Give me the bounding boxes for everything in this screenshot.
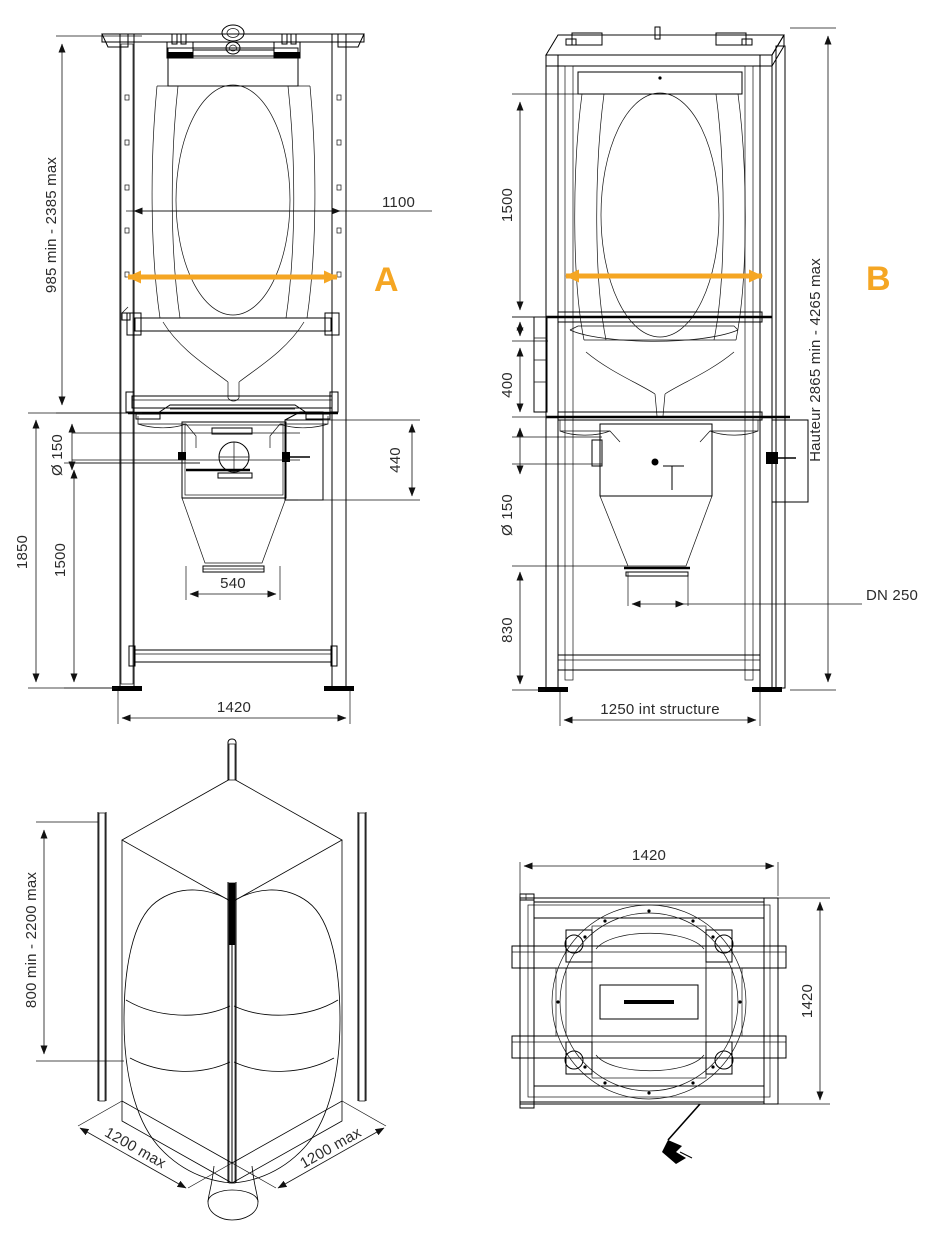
dim-side-bag-body-height: 1500 [499,93,580,318]
front-bag-clamp-assembly [121,306,340,448]
dim-label-side-outlet-size: DN 250 [866,587,918,604]
dim-label-inlet-diameter: Ø 150 [49,434,66,476]
dim-side-inlet-diameter: Ø 150 [499,427,602,536]
dim-label-side-internal-width: 1250 int structure [600,701,720,718]
dim-label-iso-bag-height: 800 min - 2200 max [23,872,40,1008]
dim-iso-bag-height: 800 min - 2200 max [23,821,124,1062]
dim-label-total-leg-height: 1850 [14,535,31,569]
view-side-elevation: 1500 400 Ø 150 830 B [499,26,918,726]
dim-front-frame-width: 1420 [117,690,351,724]
dim-label-hopper-width: 540 [220,575,246,592]
dim-label-side-collar-height: 400 [499,372,516,398]
plan-bolt-marks [556,909,742,1095]
front-fibc-bag [151,84,316,402]
side-receiving-hopper [591,419,809,577]
dim-label-bag-height-range: 985 min - 2385 max [43,157,60,293]
dim-label-bag-width: 1100 [382,194,415,211]
view-front-elevation: 985 min - 2385 max 1100 A Ø 150 440 [14,24,432,724]
side-top-beam [577,71,743,95]
dim-label-side-bag-body-height: 1500 [499,188,516,222]
dim-label-inner-leg-height: 1500 [52,543,69,577]
view-label-b: B [866,260,891,298]
dim-plan-frame-depth: 1420 [778,897,830,1105]
dim-front-hopper-width: 540 [185,566,281,600]
iso-discharge-spout [207,1165,259,1221]
dim-front-bag-width: 1100 [126,194,432,215]
side-collar-section [533,311,790,421]
side-sealing-skirt [559,420,759,443]
front-frame-structure [101,33,365,691]
dim-front-hopper-height: 440 [298,419,420,501]
dim-front-inner-leg-height: 1500 [52,462,200,689]
view-plan: 1420 1420 [511,847,830,1164]
dim-side-internal-width: 1250 int structure [559,692,761,726]
dim-label-plan-frame-width: 1420 [632,847,666,864]
dim-side-collar-height: 400 [499,316,548,418]
dim-label-plan-frame-depth: 1420 [799,984,816,1018]
dim-label-side-total-height: Hauteur 2865 min - 4265 max [807,258,824,462]
dim-label-hopper-height: 440 [387,447,404,473]
plan-leader-pointer [662,1103,701,1164]
side-lifting-lugs [565,26,753,46]
side-frame-structure [538,34,786,692]
dim-plan-frame-width: 1420 [519,847,779,896]
dim-label-side-discharge-height: 830 [499,617,516,643]
dim-front-bag-height-range: 985 min - 2385 max [43,35,142,414]
dim-label-side-inlet-diameter: Ø 150 [499,494,516,536]
side-fibc-bag [574,92,746,417]
dim-side-outlet-size: DN 250 [627,572,918,608]
dim-label-front-frame-width: 1420 [217,699,251,716]
dim-side-total-height: Hauteur 2865 min - 4265 max [790,27,836,691]
view-label-a: A [374,261,399,299]
dim-side-discharge-height: 830 [499,565,628,691]
